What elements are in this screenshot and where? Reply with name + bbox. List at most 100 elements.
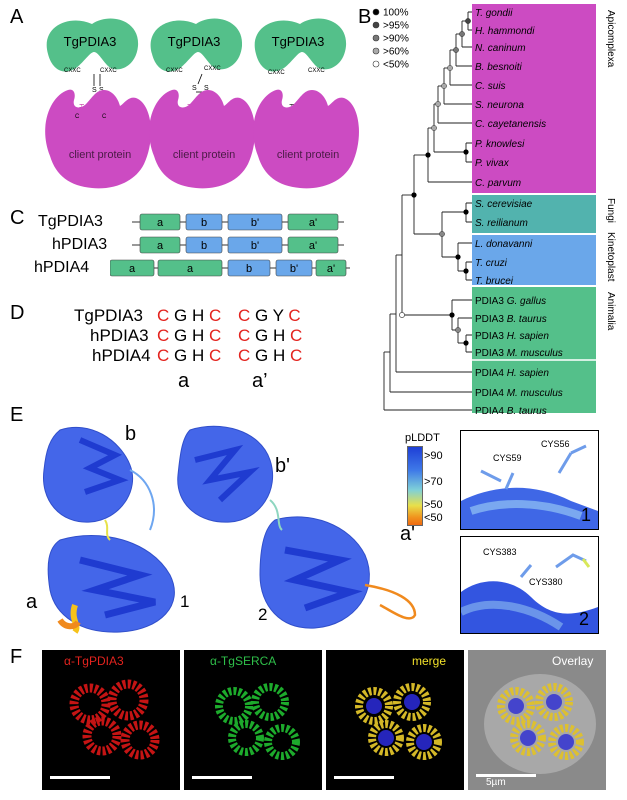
seq-motif-a: C G H C (157, 326, 221, 346)
micrograph-merge: merge (326, 650, 464, 790)
taxon-label: T. brucei (475, 276, 514, 287)
panel-a-diagram: TgPDIA3 CXXC CXXC S S SH SH C C client p… (45, 18, 359, 189)
motif-label-1b: CXXC (100, 68, 117, 74)
domain-box (227, 213, 283, 231)
taxon-label: PDIA4 B. taurus (475, 406, 547, 417)
tree-support-nodes (399, 18, 471, 346)
panel-label-b: B (358, 6, 372, 28)
seq-residue: C (208, 306, 222, 325)
domain-label-b-prime: b' (275, 455, 290, 477)
micrograph-tgserca: α-TgSERCA (184, 650, 322, 790)
legend-label: >90% (383, 34, 409, 45)
legend-marker (372, 21, 380, 29)
domain-label: b (201, 240, 207, 252)
seq-residue: H (191, 306, 209, 325)
seq-residue: C (238, 326, 255, 345)
domain-label: a (129, 263, 136, 275)
seq-residue: G (174, 326, 192, 345)
enzyme-label-3: TgPDIA3 (272, 34, 325, 49)
seq-motif-a-prime: C G H C (238, 346, 302, 366)
group-bg-apicomplexa (472, 4, 596, 193)
inset-1: CYS59 CYS56 1 (460, 430, 599, 530)
client-label-3: client protein (277, 149, 339, 161)
label-overlay: Overlay (552, 654, 594, 668)
seq-residue: H (272, 346, 290, 365)
client-label-2: client protein (173, 149, 235, 161)
domain-label: a' (309, 217, 317, 229)
seq-residue: G (174, 306, 192, 325)
motif-label-3b: CXXC (308, 68, 325, 74)
taxon-label: PDIA3 B. taurus (475, 314, 547, 325)
domain-box (157, 259, 223, 277)
taxon-label: PDIA4 H. sapien (475, 368, 549, 379)
domain-label: a (157, 217, 164, 229)
domain-box (275, 259, 313, 277)
inset2-number: 2 (579, 609, 590, 629)
scale-bar-2 (192, 776, 252, 779)
label-merge: merge (412, 654, 447, 668)
panel-label-d: D (10, 302, 25, 324)
inset-2: CYS383 CYS380 2 (460, 536, 599, 634)
scale-label: 5µm (486, 777, 506, 788)
legend-marker (372, 47, 380, 55)
group-label-fungi: Fungi (605, 198, 616, 223)
seq-residue: H (191, 326, 209, 345)
taxon-label: B. besnoiti (475, 62, 522, 73)
taxon-label: S. reilianum (475, 218, 528, 229)
inset2-cys383: CYS383 (483, 547, 517, 557)
scale-bar-4 (476, 774, 536, 777)
seq-row-name: hPDIA3 (90, 326, 149, 345)
taxon-label: T. gondii (475, 8, 513, 19)
motif-label-2a: CXXC (166, 68, 183, 74)
seq-residue: C (289, 346, 303, 365)
domain-label: b' (290, 263, 298, 275)
inset1-number: 1 (581, 505, 592, 525)
domain-box (227, 259, 271, 277)
domain-label: b' (251, 217, 259, 229)
panel-label-e: E (10, 404, 24, 426)
domain-row-name-1: hPDIA3 (52, 236, 108, 253)
seq-residue: C (238, 306, 255, 325)
taxon-label: P. knowlesi (475, 139, 525, 150)
tree-branches (383, 11, 472, 411)
taxon-label: PDIA3 H. sapien (475, 331, 549, 342)
label-tgpdia3: α-TgPDIA3 (64, 654, 124, 668)
client-label-1: client protein (69, 149, 131, 161)
domain-label-a: a (26, 591, 38, 613)
scale-bar-1 (50, 776, 110, 779)
legend-label: 100% (383, 8, 409, 19)
cys-1b: C (102, 114, 107, 120)
domain-box (315, 259, 347, 277)
taxon-label: C. suis (475, 81, 506, 92)
seq-residue: C (208, 346, 222, 365)
domain-label: a (187, 263, 194, 275)
motif-label-2b: CXXC (204, 66, 221, 72)
domain-label: b (246, 263, 252, 275)
plddt-colorbar (407, 446, 423, 526)
domain-row-name-0: TgPDIA3 (38, 213, 103, 230)
panel-label-a: A (10, 6, 24, 28)
seq-residue: G (255, 306, 273, 325)
inset1-cys59: CYS59 (493, 453, 522, 463)
scale-bar-3 (334, 776, 394, 779)
motif-label-3a: CXXC (268, 70, 285, 76)
seq-row-name: TgPDIA3 (74, 306, 143, 325)
legend-label: >60% (383, 47, 409, 58)
seq-residue: H (272, 326, 290, 345)
sulfur-2a: S (192, 85, 197, 92)
seq-residue: C (208, 326, 222, 345)
inset1-cys56: CYS56 (541, 439, 570, 449)
micrograph-tgpdia3: α-TgPDIA3 (42, 650, 180, 790)
domain-box (110, 259, 155, 277)
seq-motif-a: C G H C (157, 346, 221, 366)
taxon-label: S. cerevisiae (475, 199, 533, 210)
group-bg-animalia (472, 287, 596, 413)
motif-label-a-prime: a’ (252, 370, 268, 392)
group-bg-fungi (472, 195, 596, 233)
colorbar-tick-70: >70 (424, 476, 443, 488)
protein-structure-render: b b' a' a 1 2 (26, 423, 417, 634)
enzyme-label-1: TgPDIA3 (64, 34, 117, 49)
motif-label-1a: CXXC (64, 68, 81, 74)
panel-label-f: F (10, 646, 23, 668)
